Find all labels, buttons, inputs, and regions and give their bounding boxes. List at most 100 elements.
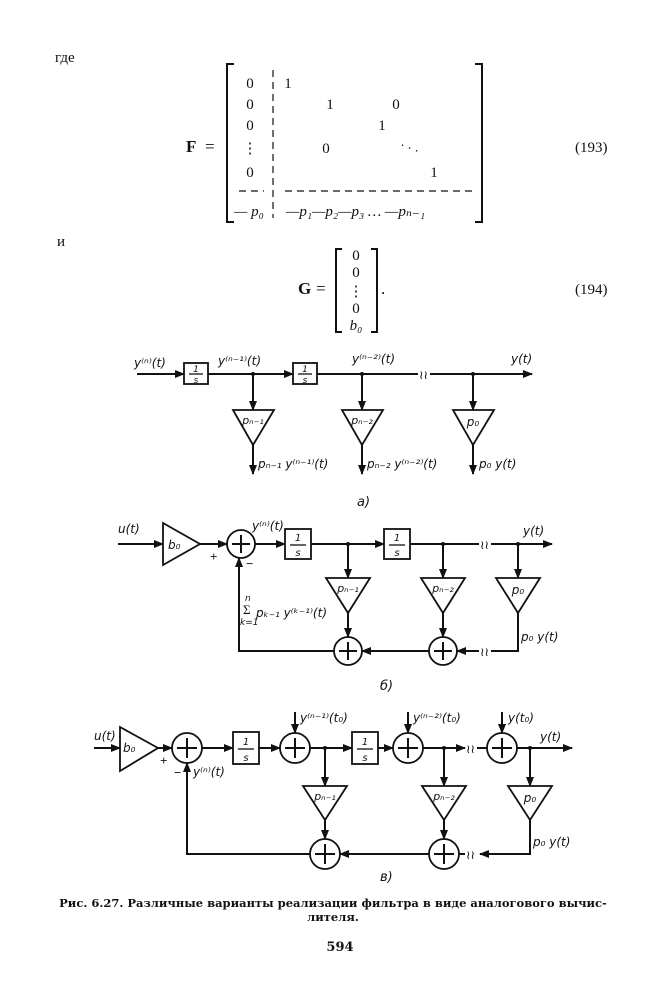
- a-output-2: pₙ₋₂ y⁽ⁿ⁻²⁾(t): [366, 457, 437, 471]
- f-col0-r2: 0: [246, 97, 254, 113]
- page-number: 594: [326, 940, 353, 955]
- f-zero-lower: 0: [322, 141, 330, 157]
- f-col0-r1: 0: [246, 76, 254, 92]
- b-sum-lower-limit: k=1: [240, 618, 258, 628]
- figure-caption-line-1: Рис. 6.27. Различные варианты реализации…: [59, 896, 607, 910]
- a-signal-n1: y⁽ⁿ⁻¹⁾(t): [217, 354, 261, 368]
- c-plus-sign: +: [160, 753, 167, 768]
- b-input-gain: [162, 521, 202, 567]
- b-sigma: Σ: [243, 602, 251, 617]
- b-gain-2-label: pₙ₋₂: [431, 582, 454, 595]
- a-int2-num: 1: [302, 365, 308, 375]
- diagram-a: y⁽ⁿ⁾(t) 1 s y⁽ⁿ⁻¹⁾(t) 1 s y⁽ⁿ⁻²⁾(t) ≀≀ y…: [133, 352, 533, 510]
- c-caption-label: в): [380, 870, 393, 885]
- a-gain-1-label: pₙ₋₁: [241, 414, 264, 427]
- c-p0-signal-label: p₀ y(t): [532, 835, 570, 849]
- c-gain-3: [506, 785, 554, 822]
- left-bracket: [226, 63, 234, 223]
- b-gain-3-label: p₀: [511, 583, 525, 597]
- a-int1-den: s: [194, 376, 199, 386]
- b-gain-1: [324, 577, 372, 615]
- a-gain-3: [451, 409, 496, 447]
- c-ic-2-label: y⁽ⁿ⁻²⁾(t₀): [412, 711, 461, 725]
- c-break-top: ≀≀: [466, 742, 475, 756]
- b-gain-3: [494, 577, 542, 615]
- figure-caption-line-2: лителя.: [307, 910, 359, 924]
- f-col0-r3: 0: [246, 118, 254, 134]
- matrix-f-equals: =: [205, 137, 215, 156]
- b-minus-sign: −: [246, 556, 253, 571]
- c-gain-1: [301, 785, 349, 822]
- word-where: где: [55, 50, 75, 66]
- c-input-gain-label: b₀: [123, 741, 136, 755]
- b-gain-1-label: pₙ₋₁: [336, 582, 359, 595]
- b-fb-return: [235, 557, 334, 652]
- b-output-label: y(t): [522, 524, 544, 538]
- c-gain-3-label: p₀: [523, 791, 537, 805]
- b-integrator-2: [383, 528, 411, 560]
- g-entry-3: ⋮: [349, 284, 364, 300]
- f-col0-r4: ⋮: [243, 141, 258, 157]
- c-input-label: u(t): [94, 729, 116, 743]
- g-entry-1: 0: [352, 248, 360, 264]
- b-int2-num: 1: [394, 533, 400, 544]
- a-input-label: y⁽ⁿ⁾(t): [133, 356, 166, 370]
- f-one-3: 1: [378, 118, 386, 134]
- c-int2-num: 1: [362, 737, 368, 748]
- matrix-f-name: F: [186, 137, 196, 156]
- c-sum-out-label: y⁽ⁿ⁾(t): [192, 765, 225, 779]
- a-break-mark: ≀≀: [419, 368, 428, 382]
- b-gain-2: [419, 577, 467, 615]
- a-output-label: y(t): [510, 352, 532, 366]
- b-caption-label: б): [380, 679, 393, 694]
- f-zero-upper: 0: [392, 97, 400, 113]
- c-gain-2-label: pₙ₋₂: [432, 790, 455, 803]
- f-one-1: 1: [284, 76, 292, 92]
- matrix-g-name: G: [298, 279, 311, 298]
- diagram-c: u(t) b₀ + − y⁽ⁿ⁾(t) 1 s y⁽ⁿ⁻¹⁾(t₀) 1 s y: [94, 711, 573, 885]
- b-input-gain-label: b₀: [168, 538, 181, 552]
- c-output-label: y(t): [539, 730, 561, 744]
- a-gain-2: [340, 409, 385, 447]
- c-gain-2: [420, 785, 468, 822]
- b-plus-sign: +: [210, 549, 217, 564]
- g-period: .: [381, 279, 385, 298]
- b-p0-signal-label: p₀ y(t): [520, 630, 558, 644]
- c-fb-return: [183, 762, 310, 855]
- c-int1-den: s: [243, 753, 248, 764]
- a-gain-2-label: pₙ₋₂: [350, 414, 373, 427]
- g-left-bracket: [335, 248, 342, 333]
- f-diagonal-dots: · · ·: [398, 137, 422, 158]
- b-break-bottom: ≀≀: [480, 645, 489, 659]
- b-sum-out-label: y⁽ⁿ⁾(t): [251, 519, 284, 533]
- c-ic-3-label: y(t₀): [507, 711, 534, 725]
- f-col0-r5: 0: [246, 165, 254, 181]
- c-integrator-2: [351, 731, 379, 765]
- eq-number-193: (193): [575, 140, 608, 156]
- c-int2-den: s: [362, 753, 367, 764]
- matrix-g: G = 0 0 ⋮ 0 b₀ . (194): [298, 248, 608, 334]
- a-int1-num: 1: [193, 365, 199, 375]
- b-input-label: u(t): [118, 522, 140, 536]
- matrix-g-equals: =: [316, 279, 326, 298]
- g-entry-5: b₀: [350, 318, 363, 334]
- g-right-bracket: [371, 248, 378, 333]
- f-last-row-rest: —p₁—p₂—p₃ … —pₙ₋₁: [285, 204, 425, 220]
- g-entry-2: 0: [352, 265, 360, 281]
- c-ic-1-label: y⁽ⁿ⁻¹⁾(t₀): [299, 711, 348, 725]
- a-output-1: pₙ₋₁ y⁽ⁿ⁻¹⁾(t): [257, 457, 328, 471]
- a-output-3: p₀ y(t): [478, 457, 516, 471]
- a-signal-n2: y⁽ⁿ⁻²⁾(t): [351, 352, 395, 366]
- b-break-top: ≀≀: [480, 538, 489, 552]
- c-gain-1-label: pₙ₋₁: [313, 790, 336, 803]
- matrix-f: F = 0 0 0 ⋮ 0 1 1 1 1 0 0 · · · — p₀ —p₁…: [186, 63, 608, 223]
- c-int1-num: 1: [243, 737, 249, 748]
- a-caption-label: а): [357, 495, 370, 510]
- f-last-row-p0: — p₀: [233, 204, 264, 220]
- f-one-4: 1: [430, 165, 438, 181]
- b-int1-num: 1: [295, 533, 301, 544]
- b-sum-upper-limit: n: [245, 594, 251, 604]
- right-bracket: [475, 63, 483, 223]
- b-int1-den: s: [295, 548, 300, 559]
